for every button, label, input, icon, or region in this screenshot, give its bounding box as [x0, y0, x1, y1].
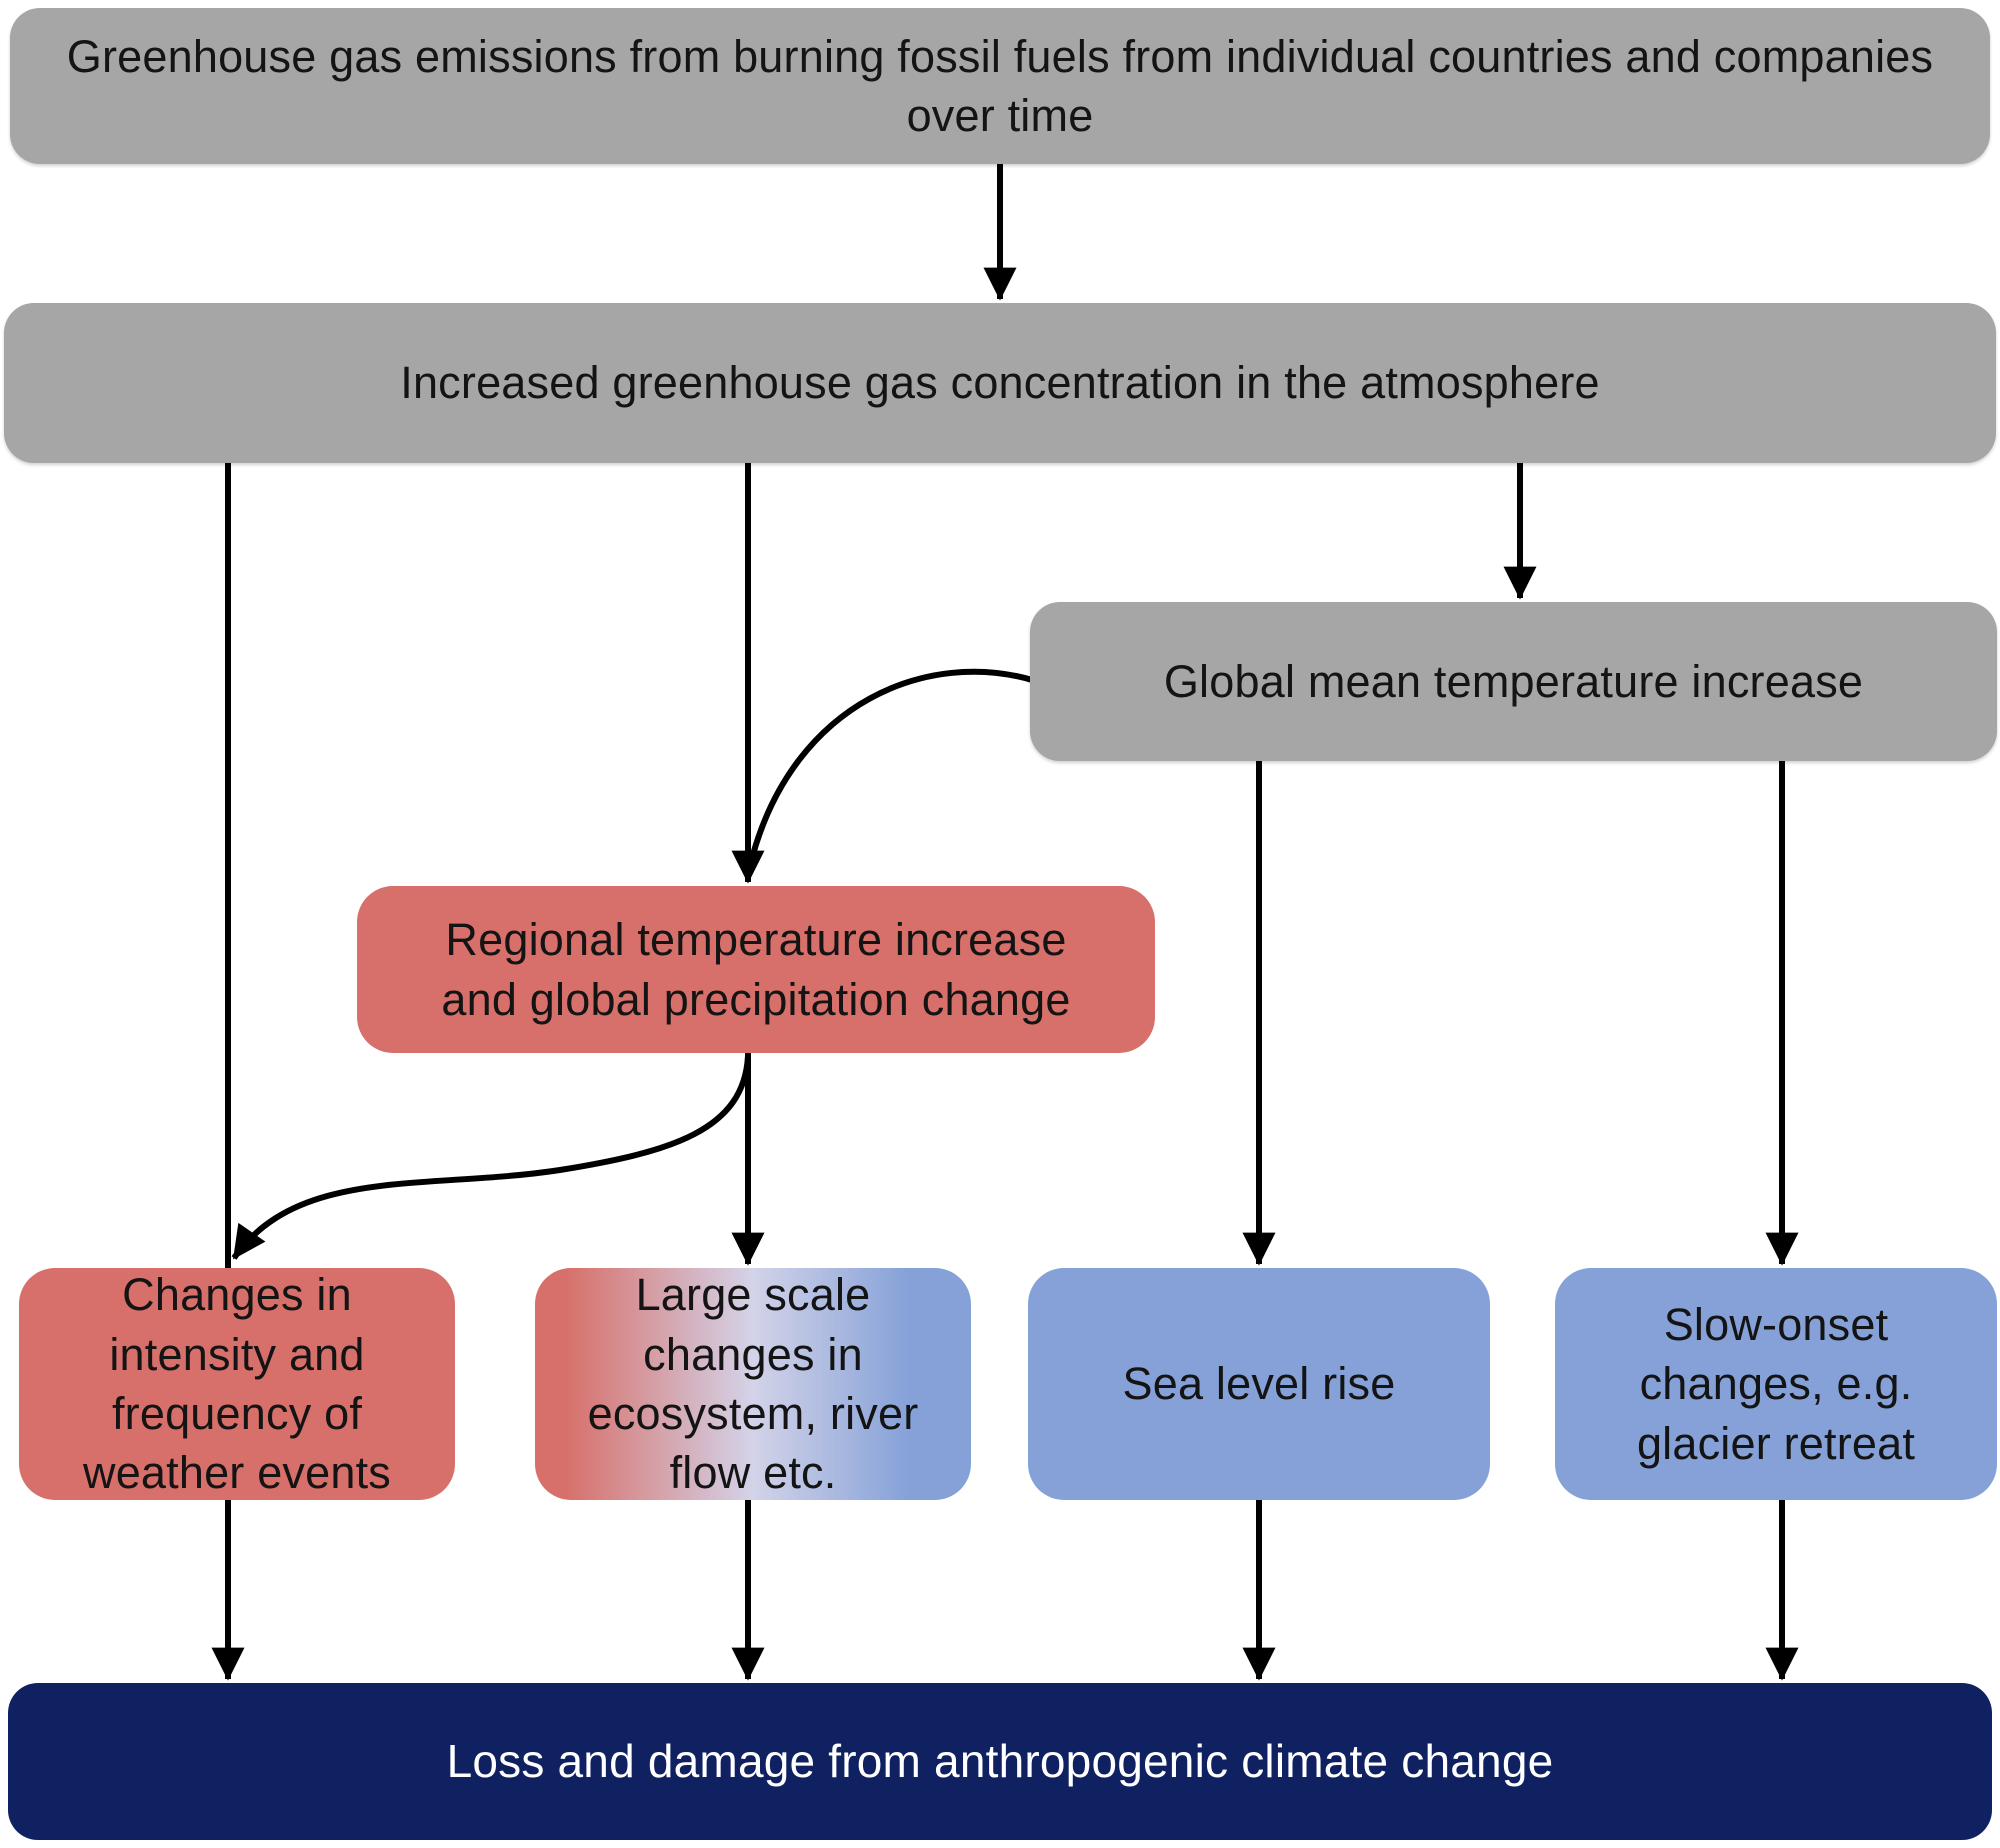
node-ecosystem-changes-label: Large scale changes in ecosystem, river … [587, 1269, 919, 1499]
node-weather-events-label: Changes in intensity and frequency of we… [83, 1269, 391, 1499]
node-global-temp-label: Global mean temperature increase [1163, 655, 1864, 707]
node-slow-onset-changes: Slow-onset changes, e.g. glacier retreat [1555, 1268, 1997, 1500]
node-emissions: Greenhouse gas emissions from burning fo… [10, 8, 1990, 164]
node-sea-level-rise-label: Sea level rise [1122, 1358, 1396, 1410]
node-slow-onset-changes-label: Slow-onset changes, e.g. glacier retreat [1636, 1298, 1916, 1469]
curve-global-temp-to-regional [749, 668, 1033, 859]
node-concentration: Increased greenhouse gas concentration i… [4, 303, 1996, 463]
node-emissions-label: Greenhouse gas emissions from burning fo… [66, 30, 1934, 141]
node-ecosystem-changes: Large scale changes in ecosystem, river … [535, 1268, 971, 1500]
node-sea-level-rise: Sea level rise [1028, 1268, 1490, 1500]
node-regional: Regional temperature increase and global… [357, 886, 1155, 1053]
node-weather-events: Changes in intensity and frequency of we… [19, 1268, 455, 1500]
node-regional-label: Regional temperature increase and global… [441, 914, 1071, 1025]
node-loss-and-damage-label: Loss and damage from anthropogenic clima… [446, 1735, 1554, 1788]
node-concentration-label: Increased greenhouse gas concentration i… [400, 357, 1600, 409]
curve-regional-to-weather [231, 1055, 751, 1260]
node-global-temp: Global mean temperature increase [1030, 602, 1997, 761]
node-loss-and-damage: Loss and damage from anthropogenic clima… [8, 1683, 1992, 1840]
